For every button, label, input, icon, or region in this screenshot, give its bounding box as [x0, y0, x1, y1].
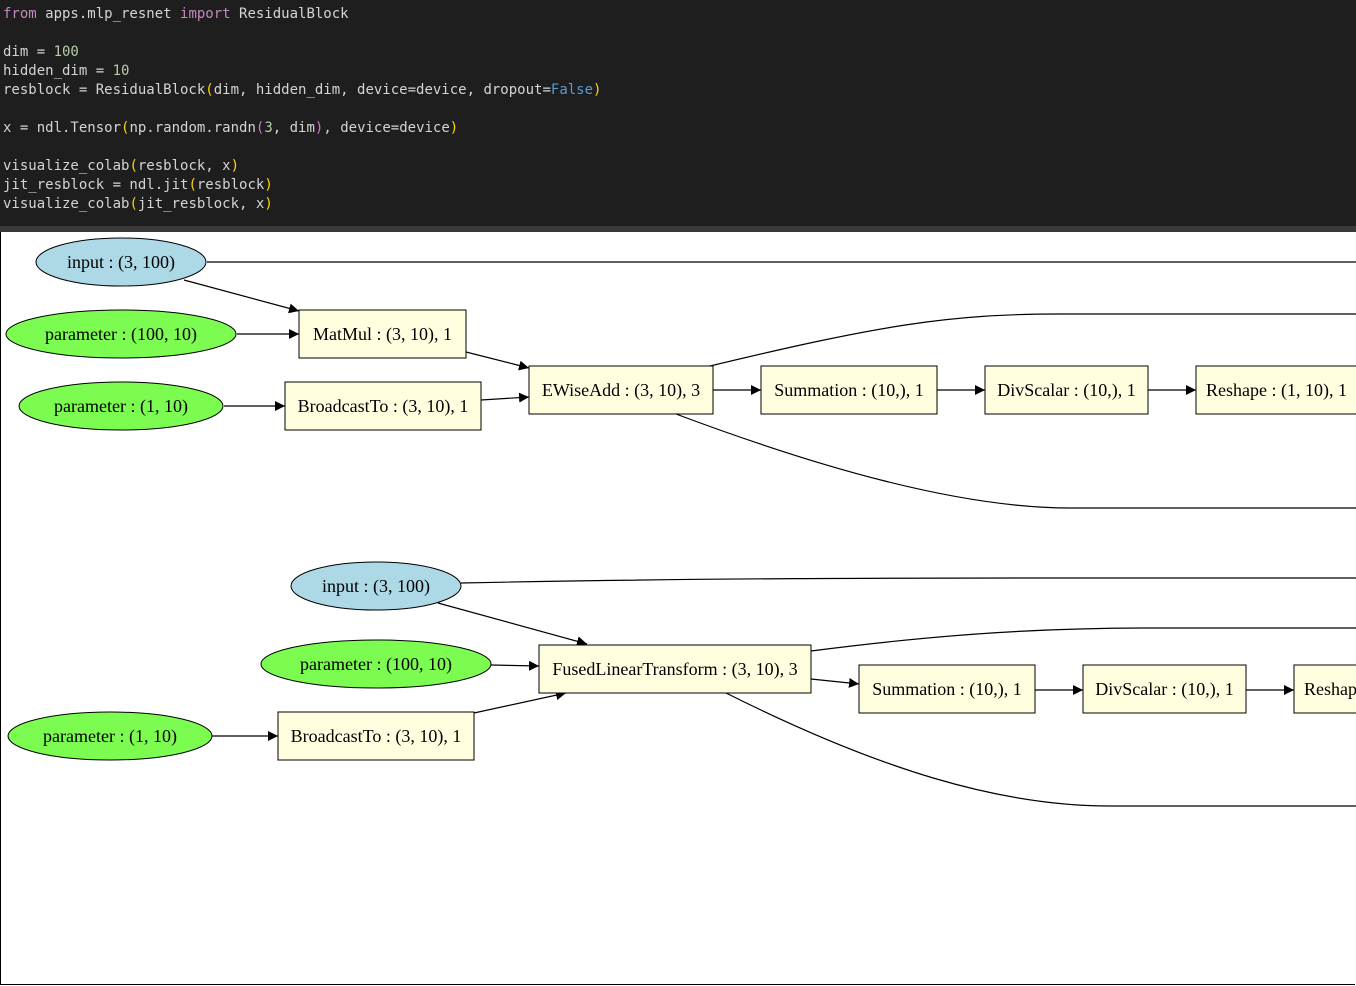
- g1-ewiseadd-node: EWiseAdd : (3, 10), 3: [528, 365, 714, 415]
- edge2-broadcast-fused: [473, 690, 567, 714]
- g2-input-node: input : (3, 100): [290, 561, 462, 611]
- g2-reshape-node: Reshap: [1293, 664, 1356, 714]
- svg-text:FusedLinearTransform : (3, 10): FusedLinearTransform : (3, 10), 3: [552, 659, 797, 680]
- code-line-3: hidden_dim = 10: [3, 63, 130, 79]
- edge2-fused-upper: [810, 627, 1356, 652]
- graph1-nodes: input : (3, 100) parameter : (100, 10) p…: [5, 237, 1356, 431]
- g1-parameter-weight-node: parameter : (100, 10): [5, 309, 237, 359]
- g2-broadcastto-node: BroadcastTo : (3, 10), 1: [277, 711, 475, 761]
- svg-text:Summation : (10,), 1: Summation : (10,), 1: [774, 380, 924, 401]
- g2-summation-node: Summation : (10,), 1: [858, 664, 1036, 714]
- edge2-input-fused: [437, 602, 588, 647]
- svg-text:input : (3, 100): input : (3, 100): [322, 576, 430, 597]
- graph2-edges: [212, 577, 1356, 807]
- edge2-input-offscreen: [460, 577, 1356, 584]
- g1-reshape-node: Reshape : (1, 10), 1: [1195, 365, 1356, 415]
- graph2-nodes: input : (3, 100) parameter : (100, 10) p…: [7, 561, 1356, 761]
- svg-text:Reshap: Reshap: [1304, 679, 1356, 699]
- g1-summation-node: Summation : (10,), 1: [760, 365, 938, 415]
- svg-text:parameter : (100, 10): parameter : (100, 10): [300, 654, 452, 675]
- edge-matmul-ewiseadd: [465, 351, 530, 371]
- edge2-fused-summation: [810, 677, 860, 688]
- edge2-param-fused: [490, 660, 540, 671]
- g2-divscalar-node: DivScalar : (10,), 1: [1082, 664, 1247, 714]
- g1-divscalar-node: DivScalar : (10,), 1: [984, 365, 1149, 415]
- svg-text:DivScalar : (10,), 1: DivScalar : (10,), 1: [997, 380, 1135, 401]
- code-line-2: dim = 100: [3, 44, 79, 60]
- g1-broadcastto-node: BroadcastTo : (3, 10), 1: [284, 381, 482, 431]
- g1-input-node: input : (3, 100): [35, 237, 207, 287]
- g2-parameter-bias-node: parameter : (1, 10): [7, 711, 213, 761]
- g1-matmul-node: MatMul : (3, 10), 1: [298, 309, 467, 359]
- svg-text:DivScalar : (10,), 1: DivScalar : (10,), 1: [1095, 679, 1233, 700]
- g2-parameter-weight-node: parameter : (100, 10): [260, 639, 492, 689]
- svg-text:MatMul : (3, 10), 1: MatMul : (3, 10), 1: [313, 324, 452, 345]
- code-line-6: visualize_colab(resblock, x): [3, 158, 240, 174]
- code-line-7: jit_resblock = ndl.jit(resblock): [3, 177, 273, 193]
- code-line-4: resblock = ResidualBlock(dim, hidden_dim…: [3, 82, 602, 98]
- edge-input-matmul: [183, 279, 300, 314]
- edge-broadcast-ewiseadd: [480, 392, 530, 403]
- svg-text:BroadcastTo : (3, 10), 1: BroadcastTo : (3, 10), 1: [298, 396, 469, 417]
- edge2-fused-lower: [725, 692, 1356, 807]
- svg-text:parameter : (1, 10): parameter : (1, 10): [43, 726, 177, 747]
- g2-fusedlineartransform-node: FusedLinearTransform : (3, 10), 3: [538, 644, 812, 694]
- svg-text:EWiseAdd : (3, 10), 3: EWiseAdd : (3, 10), 3: [542, 380, 700, 401]
- svg-text:parameter : (1, 10): parameter : (1, 10): [54, 396, 188, 417]
- edge-ewiseadd-lower: [675, 413, 1356, 509]
- svg-text:Summation : (10,), 1: Summation : (10,), 1: [872, 679, 1022, 700]
- code-cell[interactable]: from apps.mlp_resnet import ResidualBloc…: [0, 0, 1356, 226]
- code-line-8: visualize_colab(jit_resblock, x): [3, 196, 273, 212]
- svg-text:Reshape : (1, 10), 1: Reshape : (1, 10), 1: [1206, 380, 1347, 401]
- graph1-edges: [183, 261, 1356, 509]
- cell-output: [0, 232, 1355, 985]
- svg-text:parameter : (100, 10): parameter : (100, 10): [45, 324, 197, 345]
- svg-text:input : (3, 100): input : (3, 100): [67, 252, 175, 273]
- svg-text:BroadcastTo : (3, 10), 1: BroadcastTo : (3, 10), 1: [291, 726, 462, 747]
- code-line-5: x = ndl.Tensor(np.random.randn(3, dim), …: [3, 120, 459, 136]
- cell-divider: [0, 226, 1356, 232]
- g1-parameter-bias-node: parameter : (1, 10): [18, 381, 224, 431]
- graph-output: input : (3, 100) parameter : (100, 10) p…: [5, 237, 1356, 807]
- code-line-1: from apps.mlp_resnet import ResidualBloc…: [3, 6, 349, 22]
- edge-ewiseadd-upper: [705, 313, 1356, 368]
